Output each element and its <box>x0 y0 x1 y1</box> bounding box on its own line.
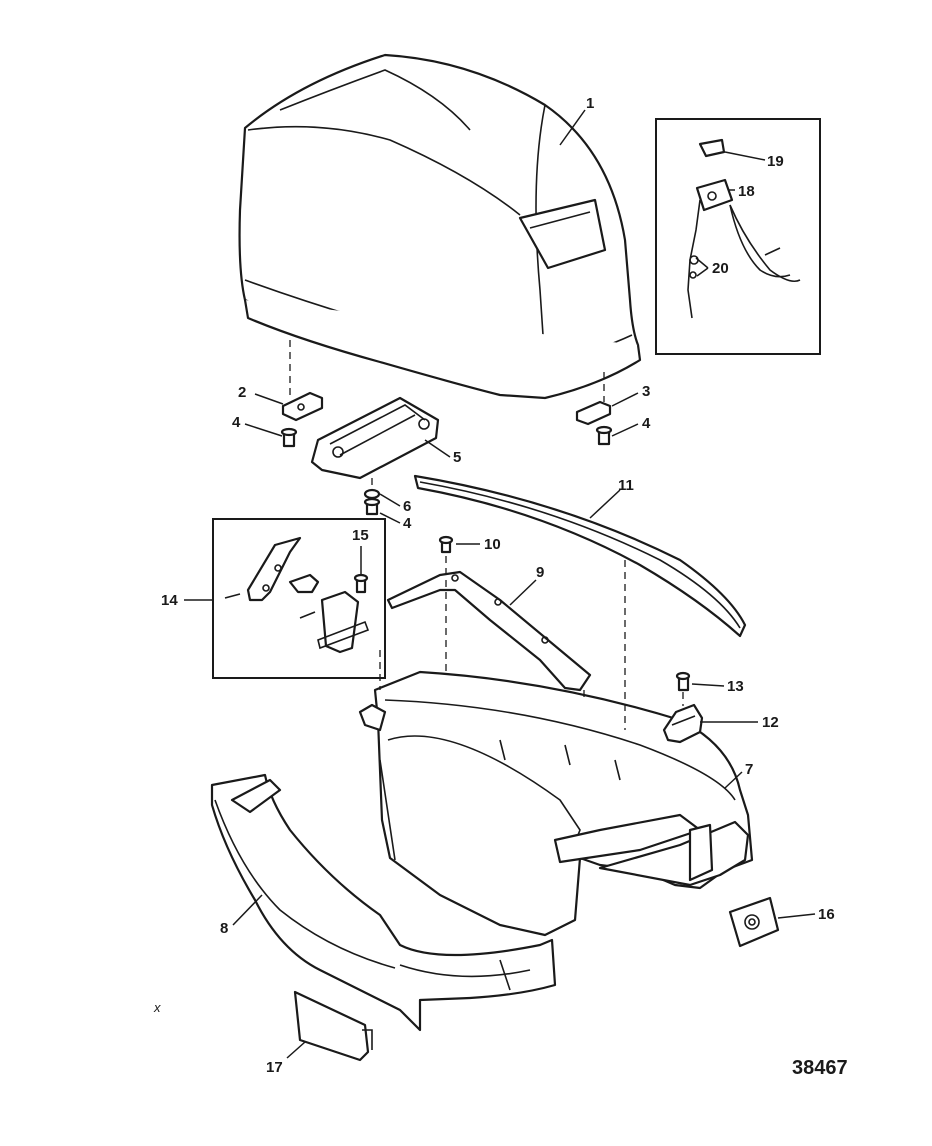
hinge-bracket-right <box>575 400 612 426</box>
latch-block <box>310 396 440 480</box>
seal-strip <box>413 474 747 638</box>
callout-16: 16 <box>818 906 835 923</box>
lower-cowl-front <box>210 773 557 1032</box>
callouts: 1 2 3 4 4 5 6 4 7 8 9 10 11 12 13 14 15 … <box>161 95 835 1076</box>
callout-17: 17 <box>266 1059 283 1076</box>
washer-6 <box>363 488 381 500</box>
cover-plate-17 <box>293 990 373 1062</box>
callout-19: 19 <box>767 153 784 170</box>
callout-7: 7 <box>745 761 753 778</box>
callout-11: 11 <box>618 477 634 494</box>
screw-4-left <box>280 427 298 448</box>
lower-cowl-rear <box>358 670 754 937</box>
grommet-plate-16 <box>728 896 780 948</box>
screw-13 <box>675 671 691 692</box>
screw-15 <box>353 573 369 594</box>
callout-8: 8 <box>220 920 228 937</box>
lanyard-switch-inset <box>655 118 821 355</box>
callout-4-left: 4 <box>232 414 241 431</box>
callout-14: 14 <box>161 592 178 609</box>
hinge-bracket-left <box>281 391 324 422</box>
callout-4-right: 4 <box>642 415 651 432</box>
callout-20: 20 <box>712 260 729 277</box>
screw-4-right <box>595 425 613 446</box>
screw-4-center <box>363 497 381 516</box>
figure-number: 38467 <box>792 1057 848 1079</box>
callout-5: 5 <box>453 449 461 466</box>
callout-4-center: 4 <box>403 515 412 532</box>
callout-9: 9 <box>536 564 544 581</box>
margin-mark: x <box>153 1000 161 1015</box>
callout-12: 12 <box>762 714 779 731</box>
alignment-lines <box>289 340 684 730</box>
latch-hook-12 <box>662 703 704 744</box>
callout-10: 10 <box>484 536 501 553</box>
leader-lines <box>184 109 816 1059</box>
callout-18: 18 <box>738 183 755 200</box>
support-bracket <box>386 570 592 692</box>
callout-2: 2 <box>238 384 246 401</box>
latch-assembly-inset <box>212 518 386 679</box>
callout-13: 13 <box>727 678 744 695</box>
top-cowl <box>238 53 642 400</box>
callout-6: 6 <box>403 498 411 515</box>
callout-3: 3 <box>642 383 650 400</box>
callout-1: 1 <box>586 95 594 112</box>
callout-15: 15 <box>352 527 369 544</box>
screw-10 <box>438 535 454 554</box>
